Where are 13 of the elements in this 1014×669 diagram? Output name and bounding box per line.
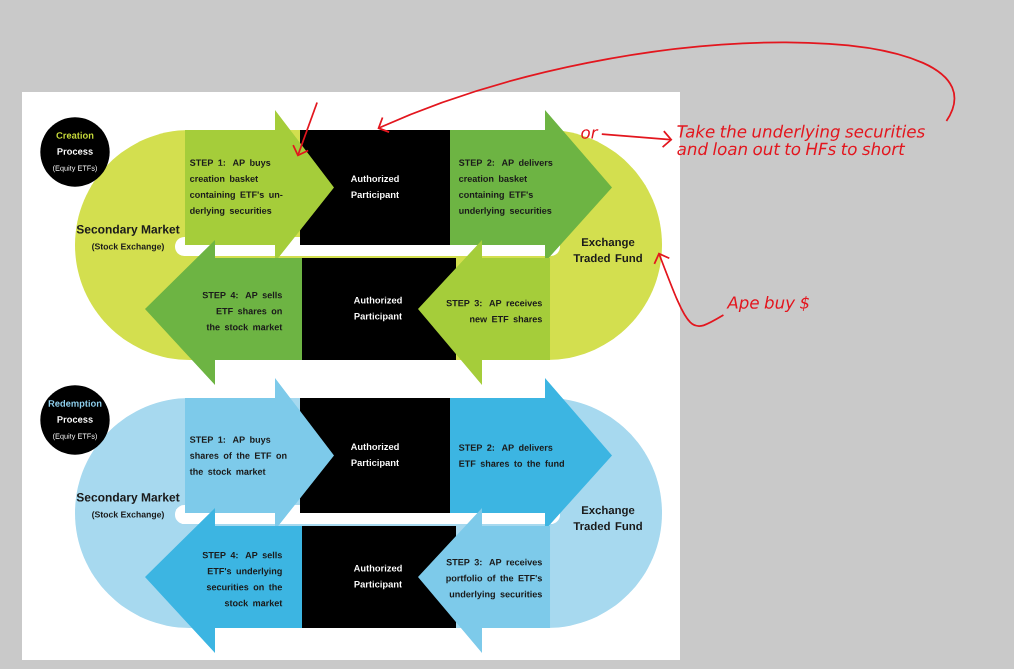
annotation-arrow [377,41,956,133]
handwritten-note: Ape buy $ [726,295,809,313]
annotation-arrow [600,130,673,148]
step-block: STEP 1: AP buys creation basket containing ETF's un-derlying securities [185,110,334,262]
annotation-arrow [292,101,318,157]
handwritten-note: Take the underlying securities and loan out to HFs to short [677,124,925,156]
handwritten-note: or [581,129,599,139]
step-block: STEP 1: AP buys shares of the ETF on the stock market [185,378,334,530]
participant-box: Authorized Participant [300,130,450,245]
step-block: STEP 3: AP receives new ETF shares [418,240,550,385]
annotation-arrow [653,252,725,327]
participant-box: Authorized Participant [300,398,450,513]
step-block: STEP 3: AP receives portfolio of the ETF's underlying securities [418,508,550,653]
